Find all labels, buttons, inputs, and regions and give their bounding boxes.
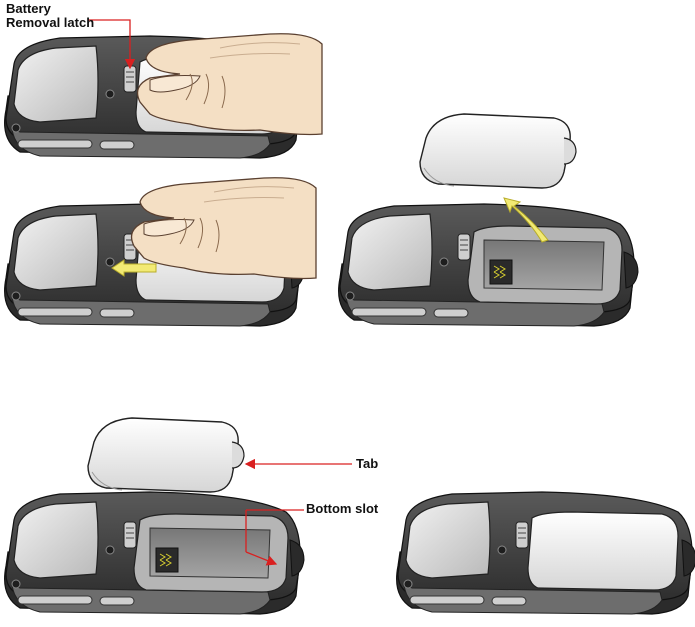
step-insert-tab xyxy=(5,492,304,614)
step-lift-out xyxy=(339,198,638,326)
removed-battery xyxy=(420,114,576,188)
battery-label: Battery xyxy=(6,2,94,16)
hand-thumb xyxy=(138,34,322,135)
battery-to-insert xyxy=(88,418,244,492)
hand-thumb xyxy=(132,178,316,279)
step-slide-left xyxy=(5,178,316,326)
bottom-slot-label: Bottom slot xyxy=(306,502,378,516)
battery-compartment xyxy=(134,514,288,592)
battery-cover xyxy=(528,512,678,590)
tab-label: Tab xyxy=(356,457,378,471)
step-press-latch xyxy=(5,20,322,158)
step-installed xyxy=(397,492,695,614)
removal-latch-label: Removal latch xyxy=(6,16,94,30)
battery-removal-latch-label: Battery Removal latch xyxy=(6,2,94,30)
